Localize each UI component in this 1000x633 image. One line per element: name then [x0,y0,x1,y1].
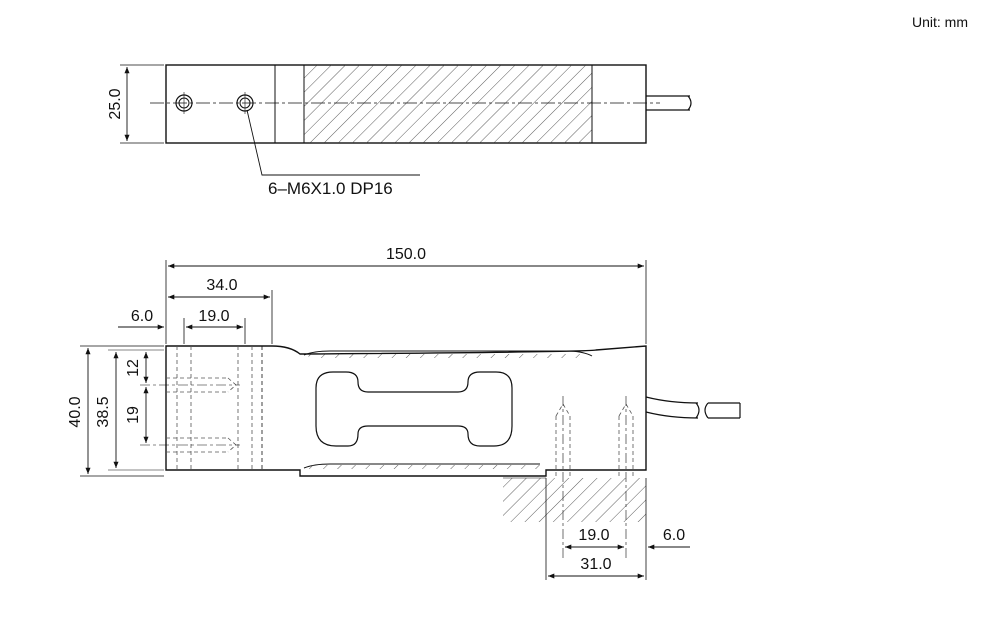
front-view [140,345,741,560]
front-dimensions: 150.0 34.0 6.0 19.0 40.0 38.5 12 19 19 [67,246,690,580]
unit-label: Unit: mm [912,14,968,30]
hidden-hole [555,403,634,476]
front-view-cable [645,396,741,419]
top-view-hole [175,92,193,114]
edge-dim-left: 6.0 [131,308,153,325]
hole-pitch-dim: 19 [125,406,142,424]
top-view-hatch [304,65,592,143]
thread-callout: 6–M6X1.0 DP16 [268,179,393,198]
height-dim: 40.0 [67,396,84,427]
edge-dim-right: 6.0 [663,527,685,544]
hole-spacing-left: 19.0 [198,308,229,325]
strain-cutout [315,371,513,447]
hole-spacing-right: 19.0 [578,527,609,544]
top-view-hole [236,92,254,114]
hole-offset-dim: 12 [125,359,142,377]
top-view-cable [646,95,692,111]
top-height-dim: 25.0 [107,88,124,119]
foot-dim: 31.0 [580,556,611,573]
offset-dim: 34.0 [206,277,237,294]
thread-leader [246,109,420,176]
mount-base-hatch [503,478,646,522]
inner-height-dim: 38.5 [95,396,112,427]
length-dim: 150.0 [386,246,426,263]
top-view: 25.0 6–M6X1.0 DP16 [107,64,692,198]
